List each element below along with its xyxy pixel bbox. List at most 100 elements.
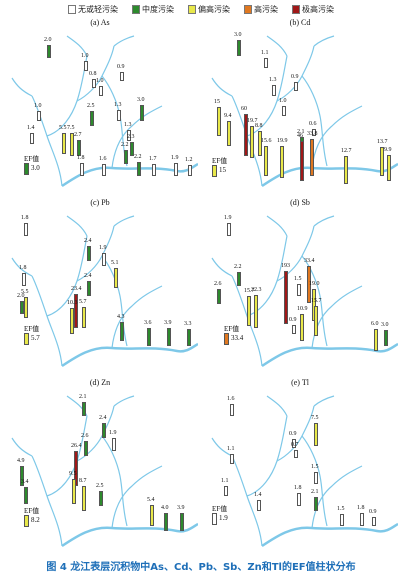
ef-bar [74,451,78,486]
ef-bar [294,449,298,458]
ef-scale-label: EF值 [212,157,228,165]
tributary [113,35,135,47]
ef-scale-label: EF值 [24,507,40,515]
ef-bar-label: 2.0 [17,292,25,299]
ef-bar-label: 1.0 [34,103,42,110]
ef-bar [300,314,304,341]
legend-swatch-elevated [188,4,196,14]
ef-bar [102,423,106,438]
ef-bar [272,85,276,96]
ef-bar-label: 1.3 [114,102,122,109]
ef-bar [312,128,316,136]
ef-bar-label: 2.5 [87,103,95,110]
ef-bar [384,329,388,346]
ef-bar-label: 5.1 [111,259,119,266]
ef-bar-label: 23.4 [71,286,82,293]
legend-swatch-moderate [132,4,140,14]
ef-bar-label: 2.7 [74,132,82,139]
main-river [61,522,198,548]
ef-bar-label: 3.6 [144,320,152,327]
ef-bar-label: 12.7 [341,147,352,154]
tributary [31,275,63,367]
ef-bar-label: 5.4 [147,497,155,504]
ef-bar [150,505,154,526]
tributary [111,105,163,169]
ef-bar [90,111,94,126]
tributary [266,35,288,57]
tributary [246,235,288,317]
river-network [11,215,198,368]
ef-scale-label: EF值 [212,505,228,513]
ef-bar [344,155,348,184]
ef-bar-label: 0.9 [289,430,297,437]
tributary [76,225,115,282]
ef-bar-label: 0.8 [89,71,97,78]
ef-bar-label: 19.0 [309,281,320,288]
ef-bar-label: 3.0 [234,31,242,38]
ef-bar-label: 193 [281,262,290,269]
tributary [11,77,33,97]
ef-bar [20,466,24,486]
ef-bar-label: 1.8 [19,265,27,272]
ef-bar-label: 3.9 [177,504,185,511]
ef-bar-label: 1.8 [77,155,85,162]
ef-scale-bar [24,163,29,175]
ef-bar-label: 2.2 [121,141,129,148]
ef-bar-label: 5.5 [59,125,67,132]
ef-bar-label: 7.5 [311,414,319,421]
tributary [11,257,33,277]
ef-bar [307,266,311,303]
legend-label-moderate: 中度污染 [142,4,174,14]
legend-label-elevated: 偏高污染 [198,4,230,14]
ef-bar-label: 1.8 [21,215,29,222]
tributary [211,77,233,97]
ef-bar [224,485,228,496]
ef-bar-label: 33.8 [307,131,318,138]
ef-bar-label: 1.4 [254,491,262,498]
ef-scale-bar [212,165,217,177]
panel-title: (a) As [90,18,110,27]
ef-bar [37,111,41,121]
ef-bar-label: 1.0 [96,78,104,85]
ef-bar-label: 15.7 [244,288,255,295]
tributary [101,435,128,527]
ef-bar [314,306,318,336]
ef-bar [294,81,298,91]
ef-bar-label: 2.4 [84,273,92,280]
ef-bar-label: 2.4 [99,415,107,422]
ef-bar [188,165,192,176]
ef-bar-label: 2.0 [44,36,52,43]
ef-bar-label: 10.3 [67,299,78,306]
ef-scale-label: EF值 [24,155,40,163]
ef-bar [340,514,344,526]
ef-bar [257,499,261,511]
ef-bar-label: 1.6 [227,395,235,402]
tributary [301,75,328,167]
tributary [31,455,63,547]
ef-bar-label: 1.2 [185,157,193,164]
ef-bar [99,86,103,96]
ef-bar [187,329,191,346]
ef-bar-label: 1.1 [221,477,229,484]
ef-bar-label: 26.4 [71,443,82,450]
ef-bar [22,273,26,286]
legend-item-high: 高污染 [244,2,278,16]
tributary [111,285,163,349]
ef-bar-label: 1.7 [149,155,157,162]
ef-scale-value: 1.9 [219,514,228,522]
ef-bar-label: 9.9 [384,147,392,154]
ef-bar-label: 15.7 [311,298,322,305]
tributary [66,35,88,57]
ef-bar-label: 6.0 [371,321,379,328]
ef-bar [314,497,318,511]
ef-bar-label: 9.5 [69,470,77,477]
ef-bar [237,271,241,286]
ef-bar-label: 2.4 [84,238,92,245]
ef-bar [147,328,151,346]
legend-swatch-extreme [292,4,300,14]
ef-bar [82,486,86,511]
tributary [66,215,88,237]
